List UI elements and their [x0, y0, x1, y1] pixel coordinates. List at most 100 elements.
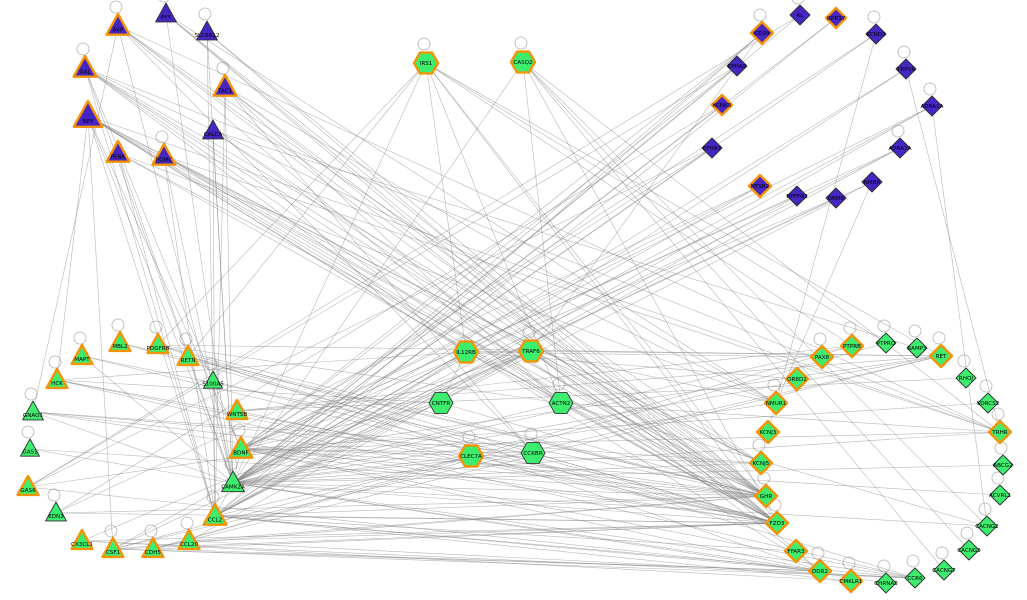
graph-node-clec7a[interactable]: [457, 444, 485, 468]
graph-node-casq2[interactable]: [509, 50, 537, 74]
graph-edge: [32, 411, 534, 454]
graph-node-epha5[interactable]: [726, 55, 748, 77]
graph-node-irs1[interactable]: [412, 51, 440, 75]
graph-node-sorcs2[interactable]: [977, 392, 999, 414]
graph-node-kcnj3[interactable]: [755, 419, 781, 445]
graph-edge: [27, 486, 821, 572]
graph-node-grm8[interactable]: [825, 187, 847, 209]
graph-node-csf1[interactable]: [101, 536, 125, 559]
graph-node-epha7[interactable]: [701, 137, 723, 159]
graph-node-ccr6[interactable]: [904, 567, 926, 589]
graph-node-cacng3[interactable]: [958, 539, 980, 561]
graph-node-ptpro[interactable]: [875, 332, 897, 354]
graph-edge: [32, 411, 778, 524]
graph-node-gas6[interactable]: [16, 474, 40, 497]
graph-node-abcg2[interactable]: [992, 454, 1014, 476]
graph-node-rhoj[interactable]: [955, 367, 977, 389]
graph-node-hck[interactable]: [45, 367, 69, 390]
graph-edge: [240, 448, 821, 572]
graph-node-cckbr[interactable]: [520, 442, 546, 464]
graph-edge: [232, 65, 738, 484]
graph-node-cx3cl1[interactable]: [70, 528, 94, 551]
graph-edge: [165, 13, 234, 484]
graph-node-wnt5b[interactable]: [225, 398, 249, 421]
graph-node-ptprb[interactable]: [839, 333, 865, 359]
graph-edge: [84, 67, 777, 404]
graph-node-camk2a[interactable]: [221, 470, 245, 493]
graph-node-ffar3[interactable]: [783, 538, 809, 564]
graph-edge: [224, 86, 534, 454]
self-loop-edge: [417, 37, 431, 51]
graph-node-cacng7[interactable]: [933, 559, 955, 581]
graph-node-traf6[interactable]: [517, 339, 545, 363]
graph-edge: [29, 448, 234, 484]
self-loop-edge: [813, 332, 827, 346]
graph-node-actn2[interactable]: [548, 392, 574, 414]
graph-node-trhr[interactable]: [987, 419, 1013, 445]
graph-node-cacng2[interactable]: [976, 515, 998, 537]
graph-node-fzd3[interactable]: [764, 510, 790, 536]
graph-edge: [425, 62, 887, 344]
graph-node-trpv6[interactable]: [895, 58, 917, 80]
graph-node-s100a5[interactable]: [203, 370, 223, 389]
graph-edge: [55, 104, 723, 514]
graph-node-kcnj5[interactable]: [748, 450, 774, 476]
graph-node-tac1[interactable]: [212, 73, 238, 97]
graph-edge: [232, 104, 723, 484]
graph-node-gnao1[interactable]: [22, 400, 44, 421]
graph-edge: [87, 115, 216, 517]
graph-node-mbl2[interactable]: [108, 330, 132, 353]
graph-edge: [87, 115, 767, 497]
graph-node-kcnk3[interactable]: [710, 93, 734, 117]
graph-node-cd38[interactable]: [749, 20, 775, 46]
graph-node-pomc[interactable]: [151, 142, 177, 166]
graph-node-adra2a[interactable]: [889, 137, 911, 159]
graph-node-edn3[interactable]: [45, 501, 67, 522]
graph-edge: [232, 464, 1004, 484]
graph-node-slc6a12[interactable]: [196, 20, 218, 41]
graph-node-pyy[interactable]: [155, 2, 177, 23]
graph-node-calca[interactable]: [202, 119, 224, 140]
graph-node-ntsr2[interactable]: [747, 173, 773, 199]
graph-node-adra1a[interactable]: [921, 95, 943, 117]
graph-node-chrna3[interactable]: [875, 572, 897, 594]
graph-node-penk[interactable]: [105, 139, 131, 163]
graph-node-cntfr[interactable]: [428, 392, 454, 414]
graph-node-ghr[interactable]: [753, 483, 779, 509]
graph-node-nmbr[interactable]: [861, 171, 883, 193]
graph-node-gpr37[interactable]: [824, 6, 848, 30]
graph-node-ccl2[interactable]: [202, 502, 228, 526]
graph-edge: [522, 61, 1001, 433]
graph-node-retn[interactable]: [176, 344, 200, 367]
graph-node-or8d2[interactable]: [784, 366, 810, 392]
graph-node-ret[interactable]: [928, 343, 954, 369]
graph-node-cmklr1[interactable]: [838, 568, 864, 594]
graph-edge: [232, 402, 562, 484]
graph-node-gal[interactable]: [72, 54, 98, 78]
graph-node-nmur1[interactable]: [763, 390, 789, 416]
graph-node-bdnf[interactable]: [228, 435, 254, 459]
graph-node-npy[interactable]: [72, 99, 104, 129]
self-loop-edge: [897, 45, 911, 59]
graph-node-pax8[interactable]: [809, 344, 835, 370]
graph-node-ccl20[interactable]: [177, 528, 201, 551]
graph-node-mapt[interactable]: [70, 343, 94, 366]
graph-node-kl[interactable]: [789, 4, 811, 26]
self-loop-edge: [76, 42, 90, 56]
graph-node-pdgfrb[interactable]: [146, 332, 170, 355]
graph-node-avp[interactable]: [105, 12, 131, 36]
graph-node-ramp3[interactable]: [906, 337, 928, 359]
graph-node-il12rb[interactable]: [452, 340, 480, 364]
graph-edge: [117, 152, 777, 404]
graph-node-gas1[interactable]: [20, 438, 40, 457]
graph-node-acvrl1[interactable]: [989, 484, 1011, 506]
graph-node-npffr2[interactable]: [786, 185, 808, 207]
graph-node-ddr2[interactable]: [807, 558, 833, 584]
graph-edge: [240, 65, 738, 450]
self-loop-edge: [753, 8, 767, 22]
graph-node-kcnd3[interactable]: [865, 23, 887, 45]
graph-edge: [81, 355, 767, 497]
graph-node-cdh5[interactable]: [141, 536, 165, 559]
